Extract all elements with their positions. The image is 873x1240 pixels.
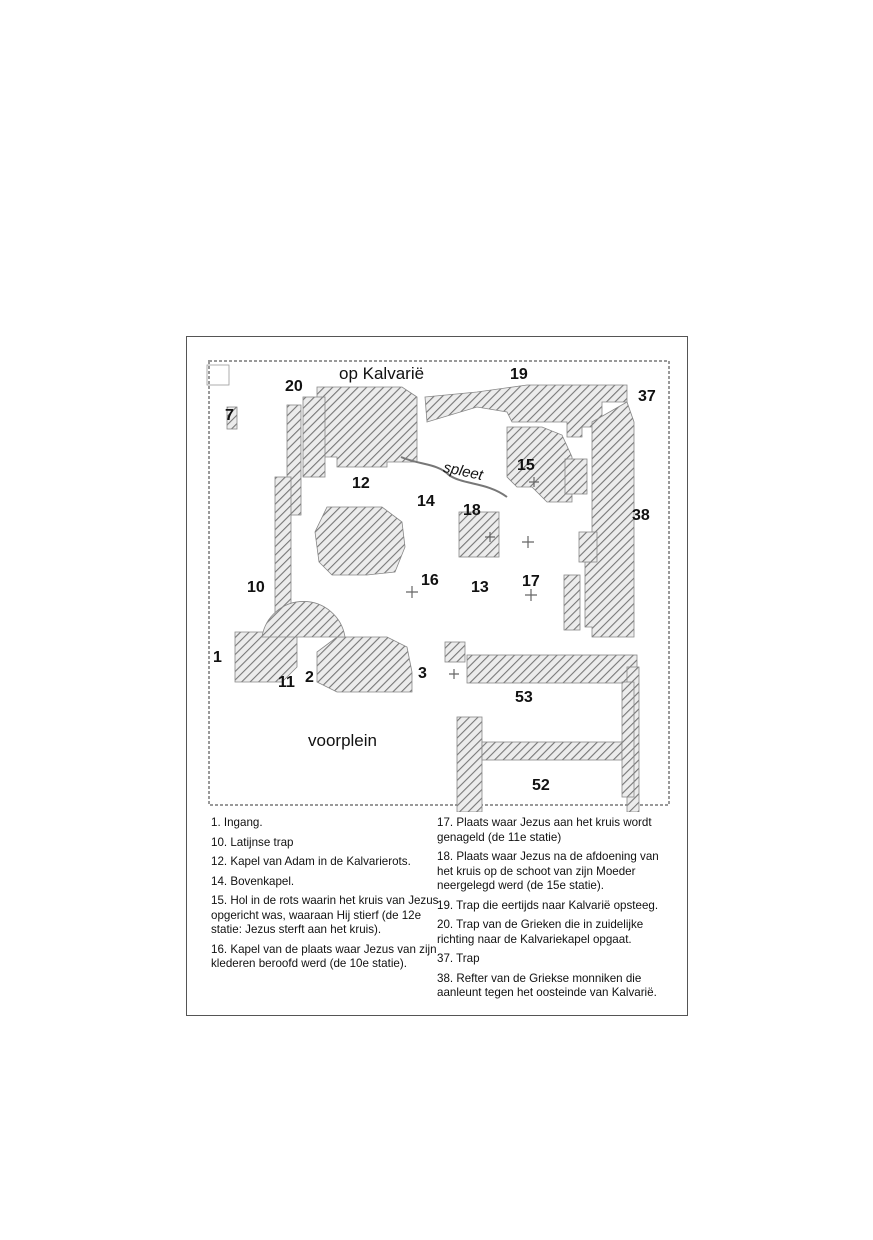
legend-item: 37. Trap	[437, 952, 480, 965]
map-label-16: 16	[421, 572, 439, 589]
crack-line	[400, 456, 508, 498]
stair-10-drawing	[261, 601, 346, 638]
legend-item: 15. Hol in de rots waarin het kruis van …	[211, 894, 439, 936]
map-label-11: 11	[278, 674, 295, 691]
legend: 1. Ingang. 10. Latijnse trap 12. Kapel v…	[187, 812, 689, 1012]
map-label-12: 12	[352, 475, 370, 492]
legend-item: 18. Plaats waar Jezus na de afdoening va…	[437, 850, 659, 892]
floor-plan: 7 20 19 37 15 12 14 18 38 10 16 13 17 1 …	[187, 337, 689, 813]
floor-plan-drawing	[206, 360, 670, 813]
legend-item: 20. Trap van de Grieken die in zuidelijk…	[437, 918, 644, 946]
legend-item: 1. Ingang.	[211, 816, 263, 829]
legend-column-right: 17. Plaats waar Jezus aan het kruis word…	[437, 816, 677, 1006]
cross-markers	[406, 477, 539, 679]
map-label-3: 3	[418, 665, 427, 682]
plan-border	[208, 360, 670, 806]
map-label-1: 1	[213, 649, 222, 666]
legend-item: 16. Kapel van de plaats waar Jezus van z…	[211, 942, 437, 971]
map-label-38: 38	[632, 507, 650, 524]
map-label-20: 20	[285, 378, 303, 395]
legend-item: 19. Trap die eertijds naar Kalvarië opst…	[437, 898, 659, 912]
map-label-2: 2	[305, 669, 314, 686]
map-label-10: 10	[247, 579, 265, 596]
map-label-13: 13	[471, 579, 489, 596]
map-frame: 7 20 19 37 15 12 14 18 38 10 16 13 17 1 …	[186, 336, 688, 1016]
legend-item: 17. Plaats waar Jezus aan het kruis word…	[437, 816, 652, 844]
map-label-37: 37	[638, 388, 656, 405]
legend-item: 12. Kapel van Adam in de Kalvarierots.	[211, 855, 411, 868]
map-label-18: 18	[463, 502, 481, 519]
map-label-52: 52	[532, 777, 550, 794]
map-label-7: 7	[225, 407, 234, 424]
map-label-53: 53	[515, 689, 533, 706]
legend-item: 14. Bovenkapel.	[211, 874, 295, 888]
legend-item: 10. Latijnse trap	[211, 835, 294, 849]
place-name-op-kalvarie: op Kalvarië	[339, 364, 425, 383]
wall-hatching	[206, 364, 640, 813]
map-label-14: 14	[417, 493, 435, 510]
place-name-voorplein: voorplein	[308, 731, 377, 750]
map-label-19: 19	[510, 366, 528, 383]
map-label-15: 15	[517, 457, 535, 474]
map-label-17: 17	[522, 573, 540, 590]
legend-item: 38. Refter van de Griekse monniken die a…	[437, 971, 657, 1000]
legend-column-left: 1. Ingang. 10. Latijnse trap 12. Kapel v…	[211, 816, 451, 977]
